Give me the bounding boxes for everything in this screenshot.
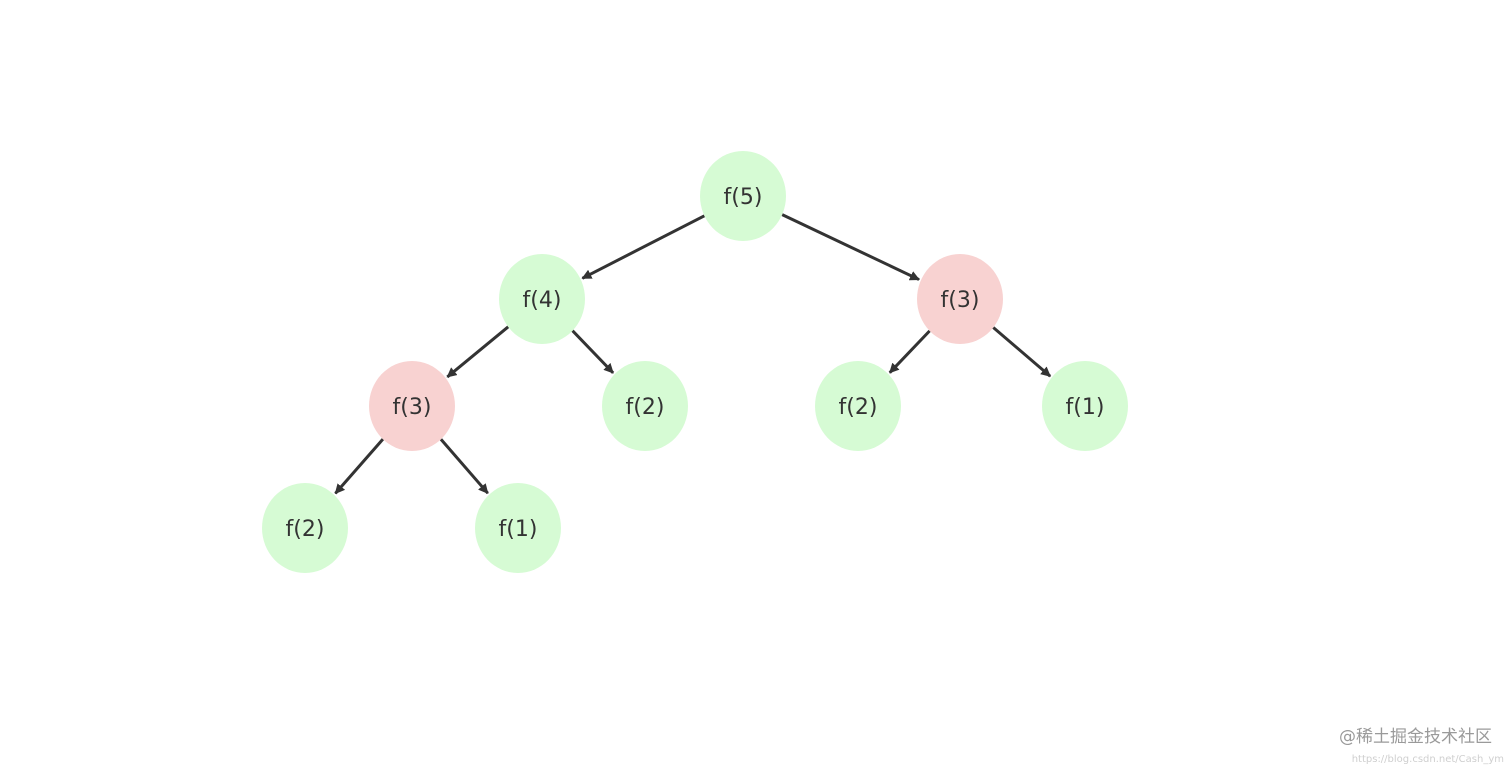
node-label: f(1) (499, 517, 538, 542)
tree-node-n3l: f(3) (369, 361, 455, 451)
watermark-text: @稀土掘金技术社区 (1339, 727, 1492, 747)
edge-n4-to-n2a (571, 329, 615, 374)
node-label: f(4) (523, 288, 562, 313)
repeated-node-circle (369, 361, 455, 451)
watermark-url: https://blog.csdn.net/Cash_ym (1351, 754, 1504, 765)
repeated-node-circle (917, 254, 1003, 344)
node-circle (815, 361, 901, 451)
edge-n5-to-n4 (581, 214, 706, 280)
edge-n5-to-n3r (781, 213, 920, 281)
node-label: f(2) (286, 517, 325, 542)
node-label: f(5) (724, 185, 763, 210)
nodes-layer: f(5) f(4) f(3) f(3) f(2) f(2) f(1) f(2) f(1) (262, 151, 1128, 573)
node-circle (1042, 361, 1128, 451)
node-label: f(1) (1066, 395, 1105, 420)
tree-node-n4: f(4) (499, 254, 585, 344)
tree-node-n1a: f(1) (1042, 361, 1128, 451)
edge-n3l-to-n1b (439, 438, 489, 495)
edge-n4-to-n3l (446, 325, 510, 379)
tree-node-n2c: f(2) (262, 483, 348, 573)
tree-node-n3r: f(3) (917, 254, 1003, 344)
edges-layer (334, 213, 1052, 495)
node-circle (602, 361, 688, 451)
node-circle (499, 254, 585, 344)
tree-node-n2b: f(2) (815, 361, 901, 451)
node-label: f(3) (393, 395, 432, 420)
tree-node-n2a: f(2) (602, 361, 688, 451)
tree-node-n5: f(5) (700, 151, 786, 241)
node-circle (475, 483, 561, 573)
node-label: f(2) (839, 395, 878, 420)
node-circle (262, 483, 348, 573)
edge-n3l-to-n2c (334, 438, 385, 495)
edge-n3r-to-n2b (888, 329, 931, 374)
tree-node-n1b: f(1) (475, 483, 561, 573)
node-label: f(2) (626, 395, 665, 420)
node-circle (700, 151, 786, 241)
edge-n3r-to-n1a (992, 326, 1052, 378)
node-label: f(3) (941, 288, 980, 313)
